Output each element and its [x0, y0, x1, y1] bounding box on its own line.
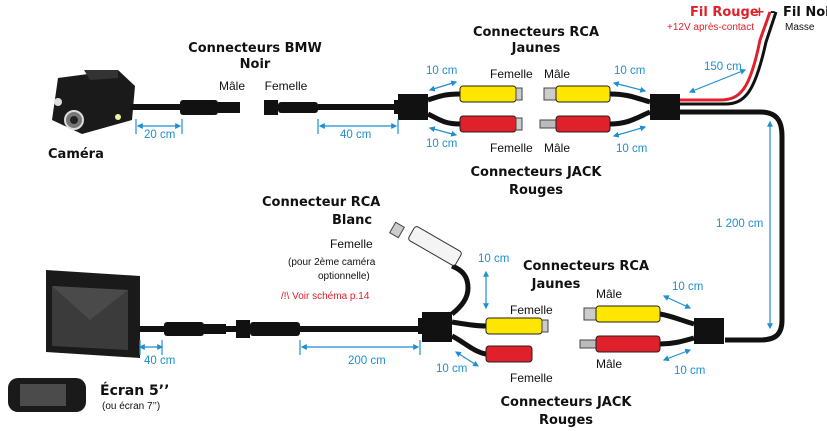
length-40cm-bottom: 40 cm — [144, 355, 176, 367]
splitter-hub-bottom-left — [418, 312, 452, 342]
masse-label: Masse — [785, 22, 815, 33]
bmw-female-connector-bottom — [236, 320, 300, 338]
camera-icon — [52, 70, 135, 134]
jack-top-male-label: Mâle — [544, 141, 571, 155]
rca-yellow-female-top — [459, 85, 523, 103]
jack-red-female-top — [459, 115, 523, 133]
rca-yellow-subtitle-top: Jaunes — [511, 41, 561, 56]
rca-top-female-label: Femelle — [490, 67, 533, 81]
length-10cm-top-left-2: 10 cm — [426, 138, 458, 150]
length-10cm-top-right-2: 10 cm — [616, 143, 648, 155]
fil-rouge-label: Fil Rouge — [690, 5, 759, 20]
cable-red-right-hub — [609, 109, 651, 127]
jack-red-female-bottom — [485, 345, 533, 363]
bmw-male-connector-bottom — [164, 322, 226, 336]
jack-red-subtitle-top: Rouges — [508, 183, 564, 198]
length-10cm-bottom-left: 10 cm — [436, 363, 468, 375]
cable-hub-white — [450, 263, 471, 316]
fil-noir-label: Fil Noir — [783, 5, 827, 20]
minus-sign: - — [770, 5, 776, 20]
cable-hub-red-left — [426, 111, 461, 127]
length-1200cm: 1 200 cm — [716, 218, 764, 230]
length-10cm-white: 10 cm — [478, 253, 510, 265]
length-150cm: 150 cm — [704, 61, 742, 73]
voir-schema-note: /!\ Voir schéma p.14 — [281, 291, 370, 302]
ecran-label: Écran 5’’ — [100, 383, 170, 399]
camera-label: Caméra — [48, 147, 104, 162]
bmw-connectors-subtitle: Noir — [239, 57, 271, 72]
rca-white-title: Connecteur RCA — [262, 195, 381, 210]
jack-red-male-bottom — [579, 335, 661, 353]
length-10cm-top-left-1: 10 cm — [426, 65, 458, 77]
cable-1200 — [680, 109, 785, 343]
mirror-screen-icon — [8, 378, 86, 412]
splitter-hub-top-right — [650, 94, 680, 120]
length-10cm-bottom-right-2: 10 cm — [674, 365, 706, 377]
bmw-female-label: Femelle — [264, 79, 308, 93]
cable-hub-red-bottom — [450, 333, 487, 357]
rca-yellow-title-top: Connecteurs RCA — [472, 25, 600, 40]
rca-white-female — [388, 221, 462, 266]
length-20cm: 20 cm — [144, 129, 176, 141]
jack-red-male-top — [539, 115, 611, 133]
jack-red-title-bottom: Connecteurs JACK — [500, 395, 632, 410]
jack-top-female-label: Femelle — [490, 141, 533, 155]
bmw-male-label: Mâle — [218, 79, 246, 93]
rca-white-note-1: (pour 2ème caméra — [288, 257, 376, 268]
plus-12v-label: +12V après-contact — [667, 22, 754, 33]
plus-sign: + — [754, 5, 765, 20]
jack-bottom-female-label: Femelle — [510, 371, 553, 385]
rca-top-male-label: Mâle — [544, 67, 571, 81]
rca-white-female-label: Femelle — [330, 237, 373, 251]
cable-bottom-yellow-right — [659, 311, 695, 327]
splitter-hub-bottom-right — [694, 318, 724, 344]
length-10cm-bottom-right-1: 10 cm — [672, 281, 704, 293]
cable-hub-yellow-left — [427, 91, 461, 103]
cable-hub-yellow-bottom — [451, 319, 487, 329]
monitor-icon — [46, 270, 140, 358]
rca-yellow-female-bottom — [485, 317, 549, 335]
length-40cm-top: 40 cm — [340, 129, 372, 141]
rca-yellow-male-bottom — [583, 305, 661, 323]
rca-yellow-title-bottom: Connecteurs RCA — [522, 259, 650, 274]
bmw-female-connector — [264, 100, 318, 115]
power-wire-black — [680, 11, 778, 106]
rca-white-note-2: optionnelle) — [318, 271, 370, 282]
cable-bottom-red-right — [659, 335, 695, 347]
cable-yellow-right-hub — [609, 91, 651, 105]
ecran-sublabel: (ou écran 7’’) — [102, 401, 161, 412]
bmw-male-connector — [180, 100, 240, 115]
rca-bottom-male-label: Mâle — [596, 287, 623, 301]
length-10cm-top-right-1: 10 cm — [614, 65, 646, 77]
jack-bottom-male-label: Mâle — [596, 357, 623, 371]
rca-bottom-female-label: Femelle — [510, 303, 553, 317]
length-200cm: 200 cm — [348, 355, 386, 367]
jack-red-subtitle-bottom: Rouges — [538, 413, 594, 428]
rca-white-subtitle: Blanc — [332, 213, 373, 228]
rca-yellow-male-top — [543, 85, 611, 103]
bmw-connectors-title: Connecteurs BMW — [188, 41, 322, 56]
rca-yellow-subtitle-bottom: Jaunes — [531, 277, 581, 292]
splitter-hub-top-left — [394, 94, 428, 120]
dimension-lines — [135, 68, 773, 367]
jack-red-title-top: Connecteurs JACK — [470, 165, 602, 180]
